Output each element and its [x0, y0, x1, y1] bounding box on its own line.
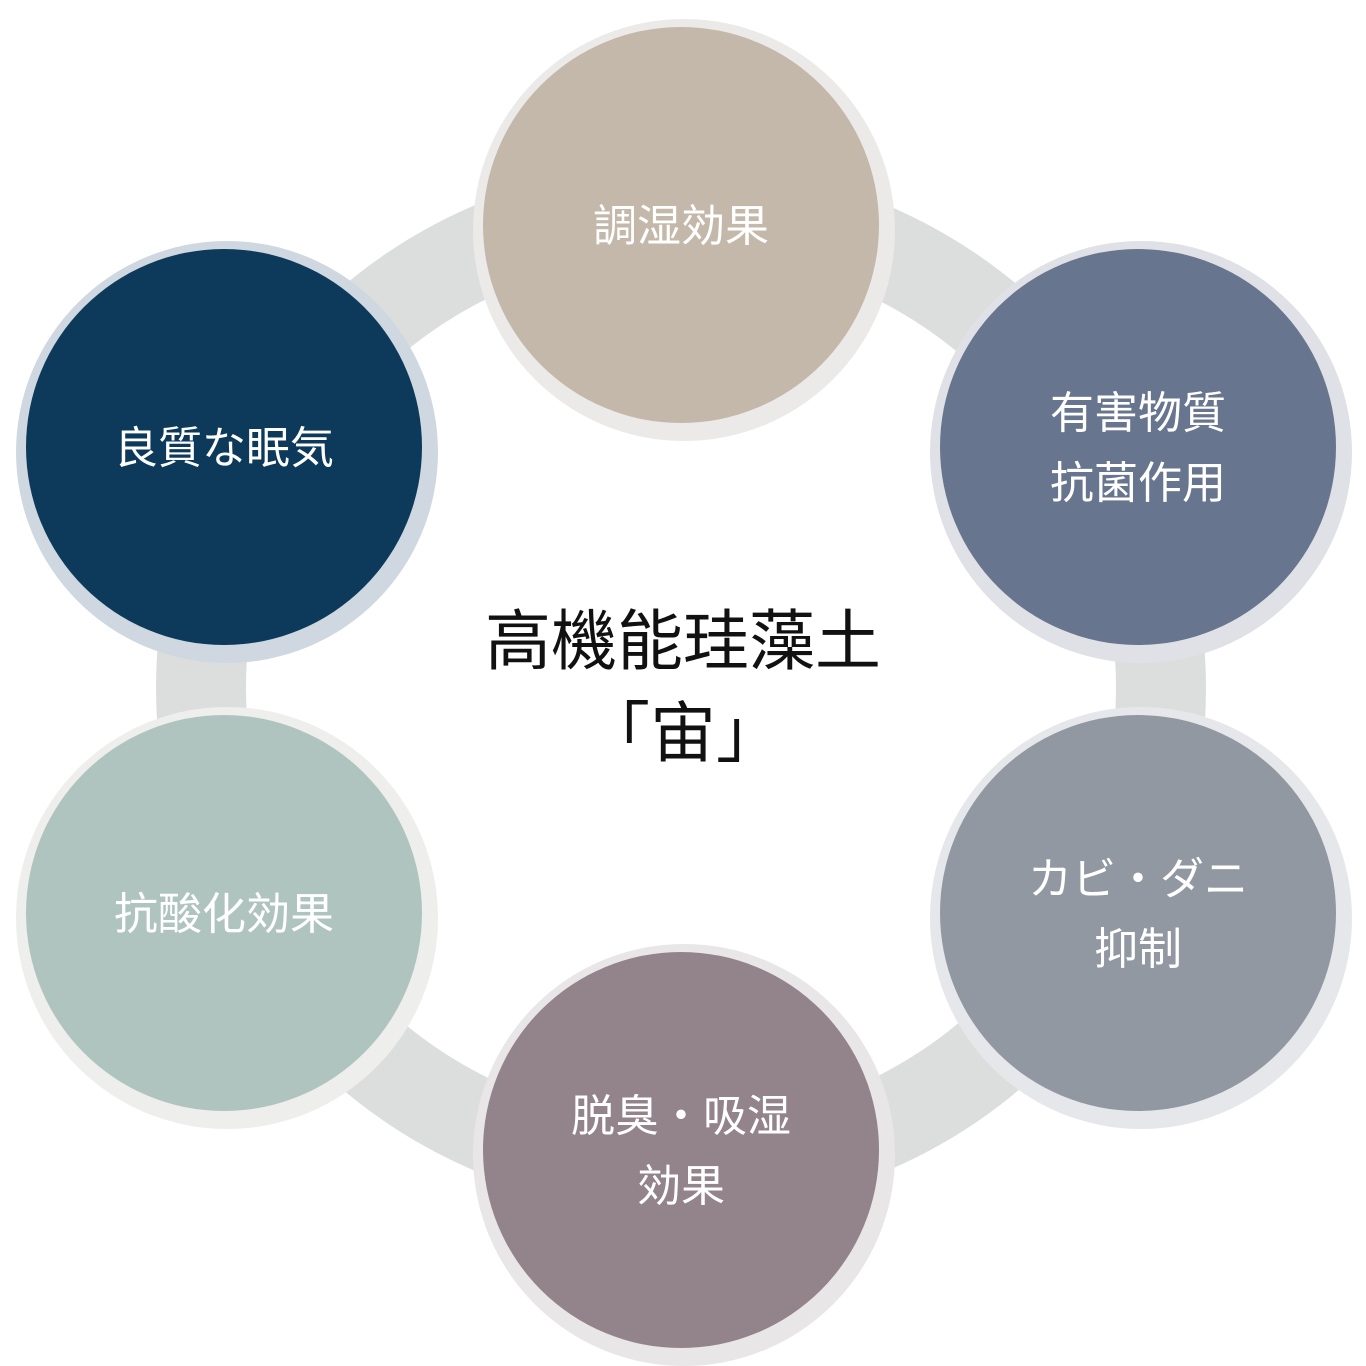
node-label-line: 抗菌作用 [1050, 458, 1226, 509]
node-label-line: 効果 [637, 1161, 725, 1212]
center-title-line2: 「宙」 [584, 695, 782, 772]
node-label: 脱臭・吸湿効果 [521, 1082, 841, 1222]
node-label: 良質な眠気 [64, 414, 384, 484]
node-label-line: 良質な眠気 [114, 423, 334, 474]
node-circle [483, 952, 879, 1348]
center-title: 高機能珪藻土 「宙」 [383, 596, 983, 780]
node-label-line: 抗酸化効果 [114, 889, 334, 940]
node-circle [26, 249, 422, 645]
node-circle [26, 715, 422, 1111]
node-label-line: 抑制 [1094, 924, 1182, 975]
node-circle [940, 715, 1336, 1111]
node-label-line: カビ・ダニ [1028, 854, 1248, 905]
node-label-line: 脱臭・吸湿 [571, 1091, 791, 1142]
node-circle [940, 249, 1336, 645]
node-label: 調湿効果 [521, 192, 841, 262]
node-label: カビ・ダニ抑制 [978, 845, 1298, 985]
node-label-line: 調湿効果 [593, 201, 769, 252]
node-label: 抗酸化効果 [64, 880, 384, 950]
node-circle [483, 27, 879, 423]
node-label-line: 有害物質 [1050, 388, 1226, 439]
node-label: 有害物質抗菌作用 [978, 379, 1298, 519]
center-title-line1: 高機能珪藻土 [485, 603, 881, 680]
